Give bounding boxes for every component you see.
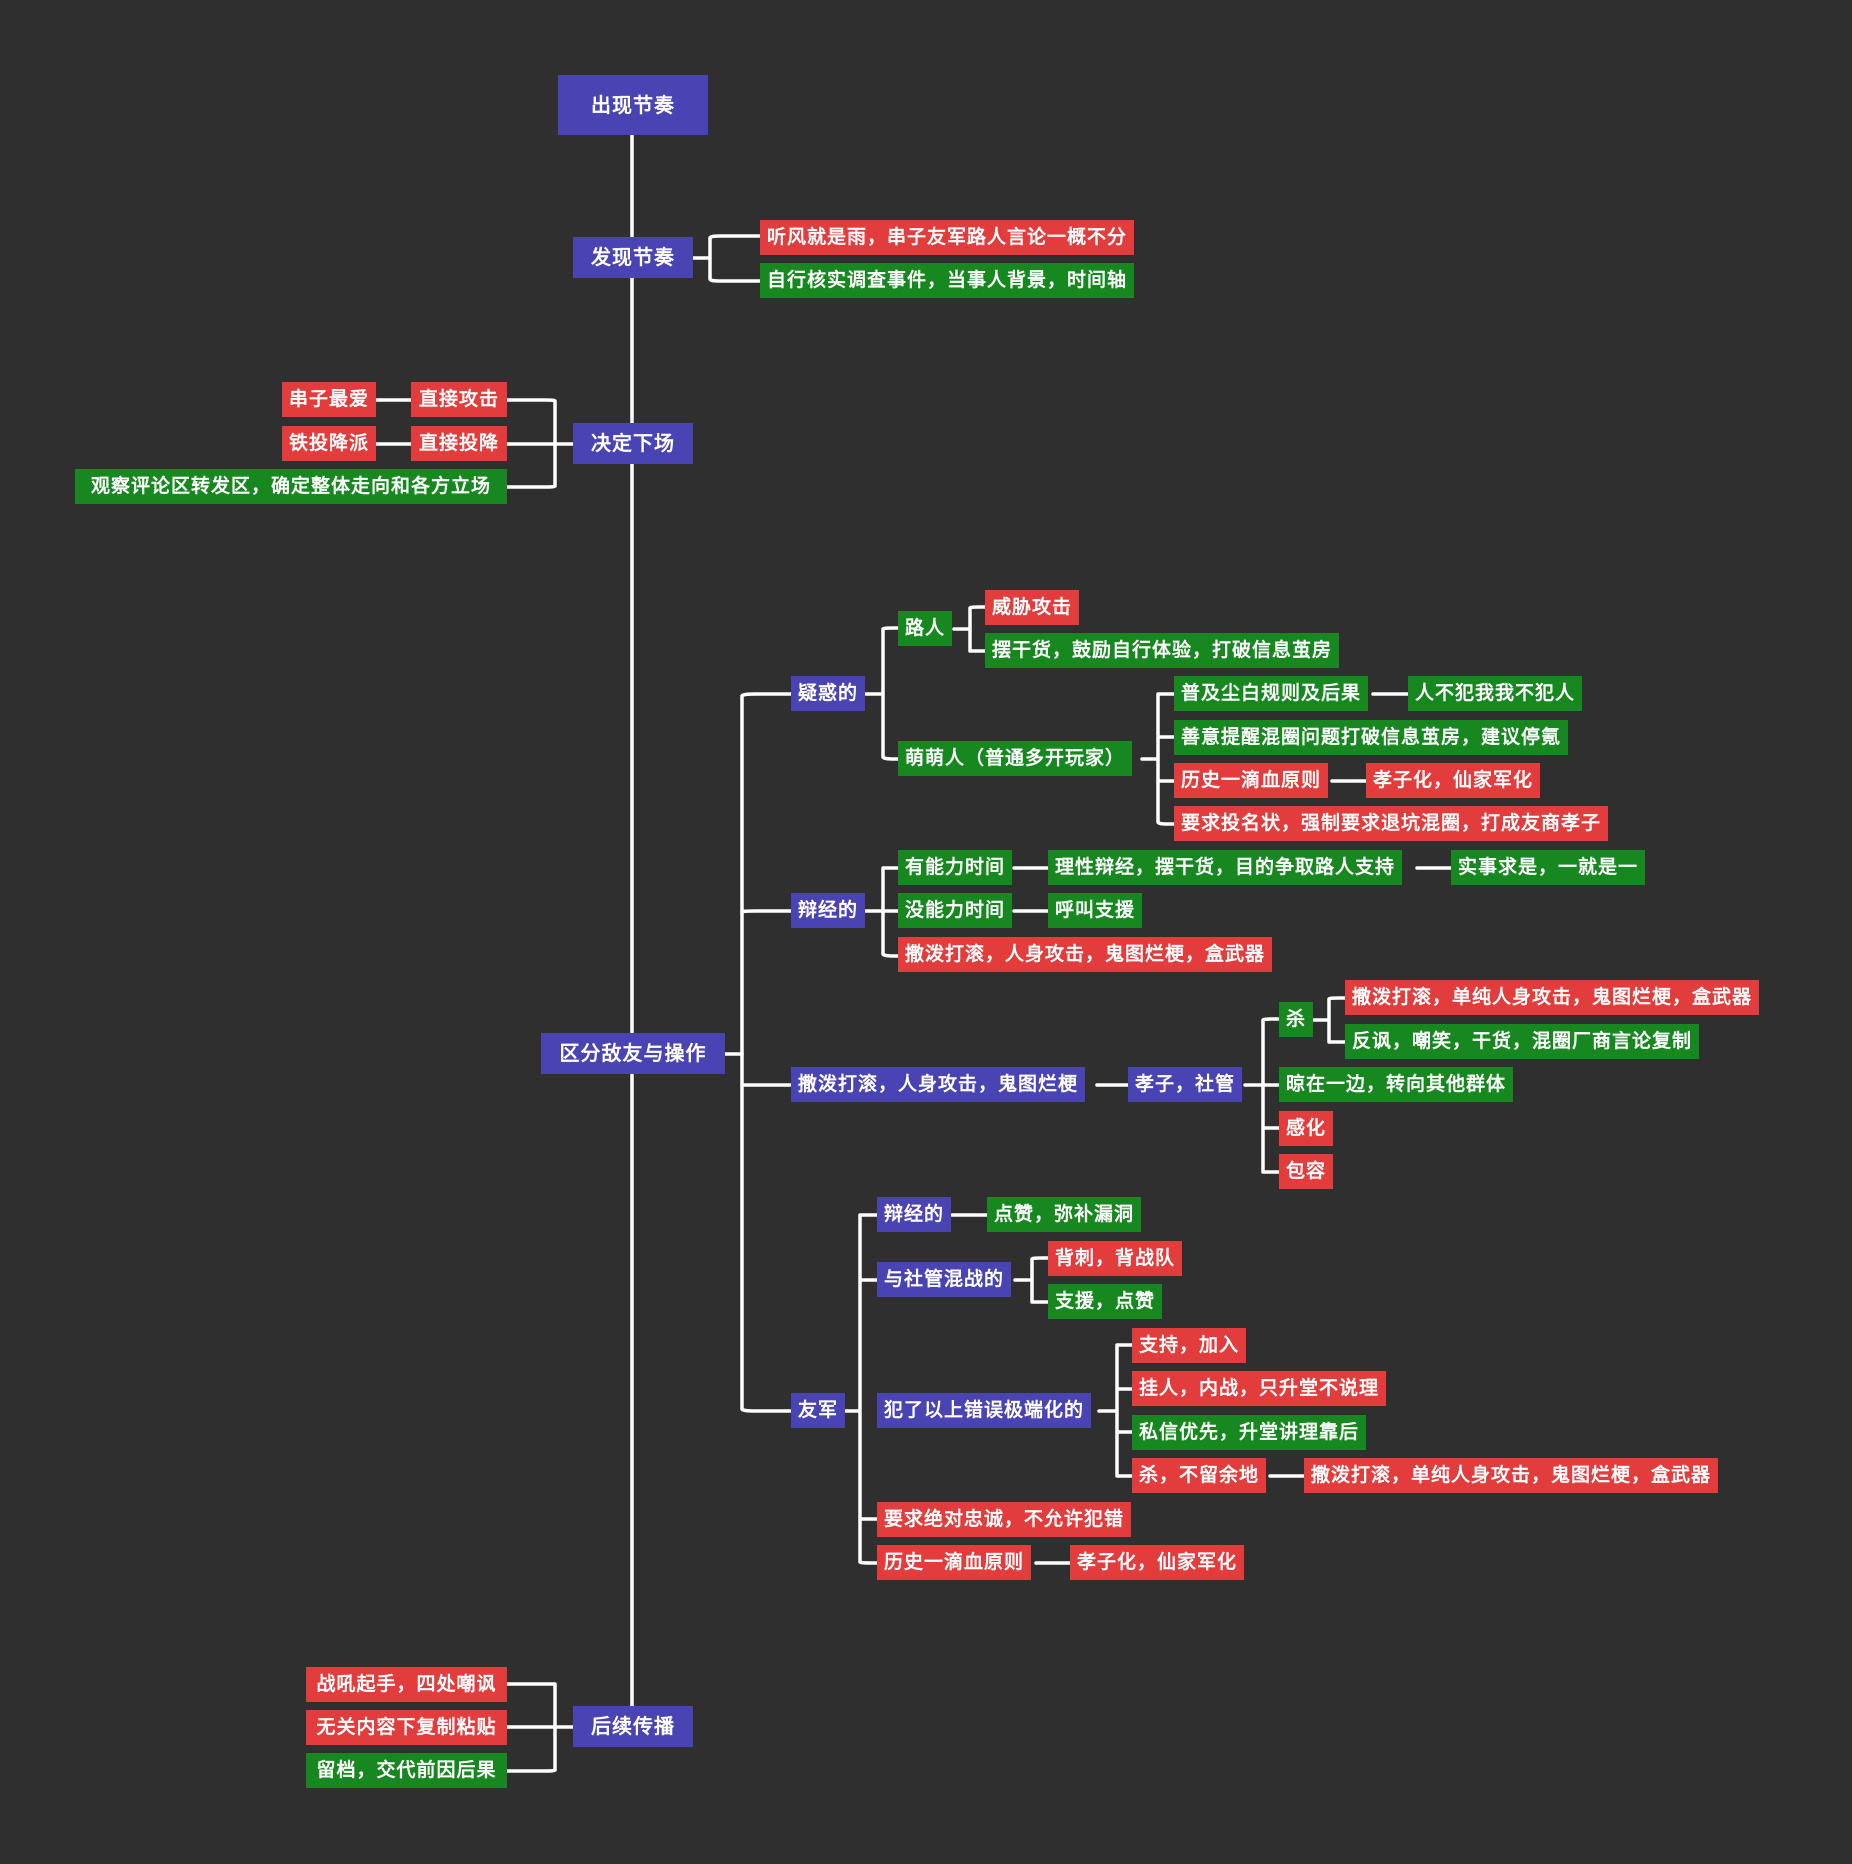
ally-blood[interactable]: 历史一滴血原则 <box>877 1545 1032 1580</box>
argue-node[interactable]: 辩经的 <box>791 893 866 928</box>
argue-able-value[interactable]: 理性辩经，摆干货，目的争取路人支持 <box>1048 850 1403 885</box>
ally-extreme-item-2[interactable]: 挂人，内战，只升堂不说理 <box>1132 1371 1387 1406</box>
decide-node[interactable]: 决定下场 <box>573 423 693 464</box>
passerby-item-2[interactable]: 摆干货，鼓励自行体验，打破信息茧房 <box>985 633 1340 668</box>
spread-item-3[interactable]: 留档，交代前因后果 <box>306 1753 507 1788</box>
distinguish-node[interactable]: 区分敌友与操作 <box>541 1033 725 1074</box>
ally-extreme-item-3[interactable]: 私信优先，升堂讲理靠后 <box>1132 1415 1367 1450</box>
troll-other-3[interactable]: 包容 <box>1279 1154 1334 1189</box>
ally-extreme-item-1[interactable]: 支持，加入 <box>1132 1328 1247 1363</box>
newbie-item-4[interactable]: 要求投名状，强制要求退坑混圈，打成友商孝子 <box>1174 806 1609 841</box>
ally-blood-next[interactable]: 孝子化，仙家军化 <box>1070 1545 1245 1580</box>
decide-b2[interactable]: 直接投降 <box>411 426 507 461</box>
argue-unable-value[interactable]: 呼叫支援 <box>1048 893 1143 928</box>
troll-kill-item-2[interactable]: 反讽，嘲笑，干货，混圈厂商言论复制 <box>1345 1024 1700 1059</box>
decide-b1[interactable]: 铁投降派 <box>282 426 376 461</box>
ally-node[interactable]: 友军 <box>791 1393 846 1428</box>
troll-node[interactable]: 撒泼打滚，人身攻击，鬼图烂梗 <box>791 1067 1086 1102</box>
ally-extreme-kill-next[interactable]: 撒泼打滚，单纯人身攻击，鬼图烂梗，盒武器 <box>1304 1458 1719 1493</box>
newbie-node[interactable]: 萌萌人（普通多开玩家） <box>898 741 1133 776</box>
ally-fight-item-2[interactable]: 支援，点赞 <box>1048 1284 1163 1319</box>
spread-node[interactable]: 后续传播 <box>573 1706 693 1747</box>
argue-bad[interactable]: 撒泼打滚，人身攻击，鬼图烂梗，盒武器 <box>898 937 1273 972</box>
newbie-item-2[interactable]: 善意提醒混圈问题打破信息茧房，建议停氪 <box>1174 720 1569 755</box>
ally-fight-item-1[interactable]: 背刺，背战队 <box>1048 1241 1183 1276</box>
newbie-item-3-next[interactable]: 孝子化，仙家军化 <box>1366 763 1541 798</box>
argue-able[interactable]: 有能力时间 <box>898 850 1013 885</box>
passerby-node[interactable]: 路人 <box>898 611 953 646</box>
ally-fight[interactable]: 与社管混战的 <box>877 1262 1012 1297</box>
newbie-item-1-next[interactable]: 人不犯我我不犯人 <box>1408 676 1583 711</box>
spread-item-1[interactable]: 战吼起手，四处嘲讽 <box>306 1667 507 1702</box>
discover-node[interactable]: 发现节奏 <box>573 237 693 278</box>
ally-extreme[interactable]: 犯了以上错误极端化的 <box>877 1393 1092 1428</box>
ally-extreme-item-4[interactable]: 杀，不留余地 <box>1132 1458 1267 1493</box>
newbie-item-1[interactable]: 普及尘白规则及后果 <box>1174 676 1369 711</box>
argue-unable[interactable]: 没能力时间 <box>898 893 1013 928</box>
decide-a1[interactable]: 串子最爱 <box>282 382 376 417</box>
troll-kill-item-1[interactable]: 撒泼打滚，单纯人身攻击，鬼图烂梗，盒武器 <box>1345 980 1760 1015</box>
ally-argue-value[interactable]: 点赞，弥补漏洞 <box>987 1197 1142 1232</box>
spread-item-2[interactable]: 无关内容下复制粘贴 <box>306 1710 507 1745</box>
ally-argue[interactable]: 辩经的 <box>877 1197 952 1232</box>
discover-item-2[interactable]: 自行核实调查事件，当事人背景，时间轴 <box>760 263 1135 298</box>
troll-who[interactable]: 孝子，社管 <box>1128 1067 1243 1102</box>
discover-item-1[interactable]: 听风就是雨，串子友军路人言论一概不分 <box>760 220 1135 255</box>
root-node[interactable]: 出现节奏 <box>558 75 708 135</box>
passerby-item-1[interactable]: 威胁攻击 <box>985 590 1080 625</box>
decide-a2[interactable]: 直接攻击 <box>411 382 507 417</box>
newbie-item-3[interactable]: 历史一滴血原则 <box>1174 763 1329 798</box>
troll-other-2[interactable]: 感化 <box>1279 1111 1334 1146</box>
doubt-node[interactable]: 疑惑的 <box>791 676 866 711</box>
troll-kill[interactable]: 杀 <box>1279 1002 1314 1037</box>
argue-able-next[interactable]: 实事求是，一就是一 <box>1451 850 1646 885</box>
decide-c[interactable]: 观察评论区转发区，确定整体走向和各方立场 <box>75 469 507 504</box>
troll-other-1[interactable]: 晾在一边，转向其他群体 <box>1279 1067 1514 1102</box>
ally-loyal[interactable]: 要求绝对忠诚，不允许犯错 <box>877 1502 1132 1537</box>
